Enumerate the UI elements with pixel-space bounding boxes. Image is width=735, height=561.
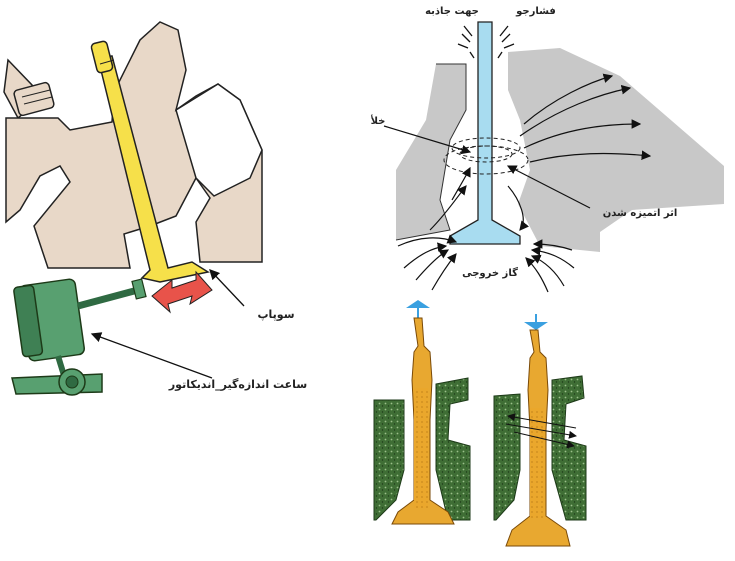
blue-valve — [449, 21, 521, 245]
guide-nut — [3, 58, 55, 120]
dial-indicator-label: ساعت اندازه‌گیر_اندیکاتور — [168, 378, 307, 391]
vacuum-zone — [443, 137, 529, 175]
gravity-direction-label: جهت جاذبه — [425, 6, 479, 17]
spray-marks — [457, 25, 515, 59]
vacuum-label: خلأ — [371, 114, 386, 127]
pressure-label: فشارجو — [515, 6, 556, 17]
atomization-leader — [506, 165, 591, 209]
valve-measurement-figure: سوپاپ ساعت اندازه‌گیر_اندیکاتور — [3, 21, 307, 396]
valve-label: سوپاپ — [257, 308, 294, 321]
up-arrow-icon — [406, 300, 430, 318]
flow-section-figure: فشارجو جهت جاذبه خلأ اثر اتمیزه شدن گاز … — [371, 6, 724, 293]
indicator-leader — [90, 332, 213, 379]
valve — [90, 40, 210, 283]
double-headed-arrow-icon — [151, 270, 213, 314]
flow-arrows — [397, 73, 652, 293]
atomization-effect-label: اثر اتمیزه شدن — [603, 208, 678, 219]
port-body — [396, 48, 724, 252]
oil-flow-arrows — [505, 413, 577, 449]
vacuum-leader — [383, 125, 472, 155]
left-guide-casting — [373, 377, 471, 521]
dial-indicator — [11, 278, 147, 396]
oil-flow-figure — [373, 300, 587, 547]
valve-leader — [209, 269, 245, 307]
down-arrow-icon — [524, 314, 548, 330]
right-guide-casting — [493, 375, 587, 521]
exhaust-gas-label: گاز خروجی — [462, 266, 518, 279]
